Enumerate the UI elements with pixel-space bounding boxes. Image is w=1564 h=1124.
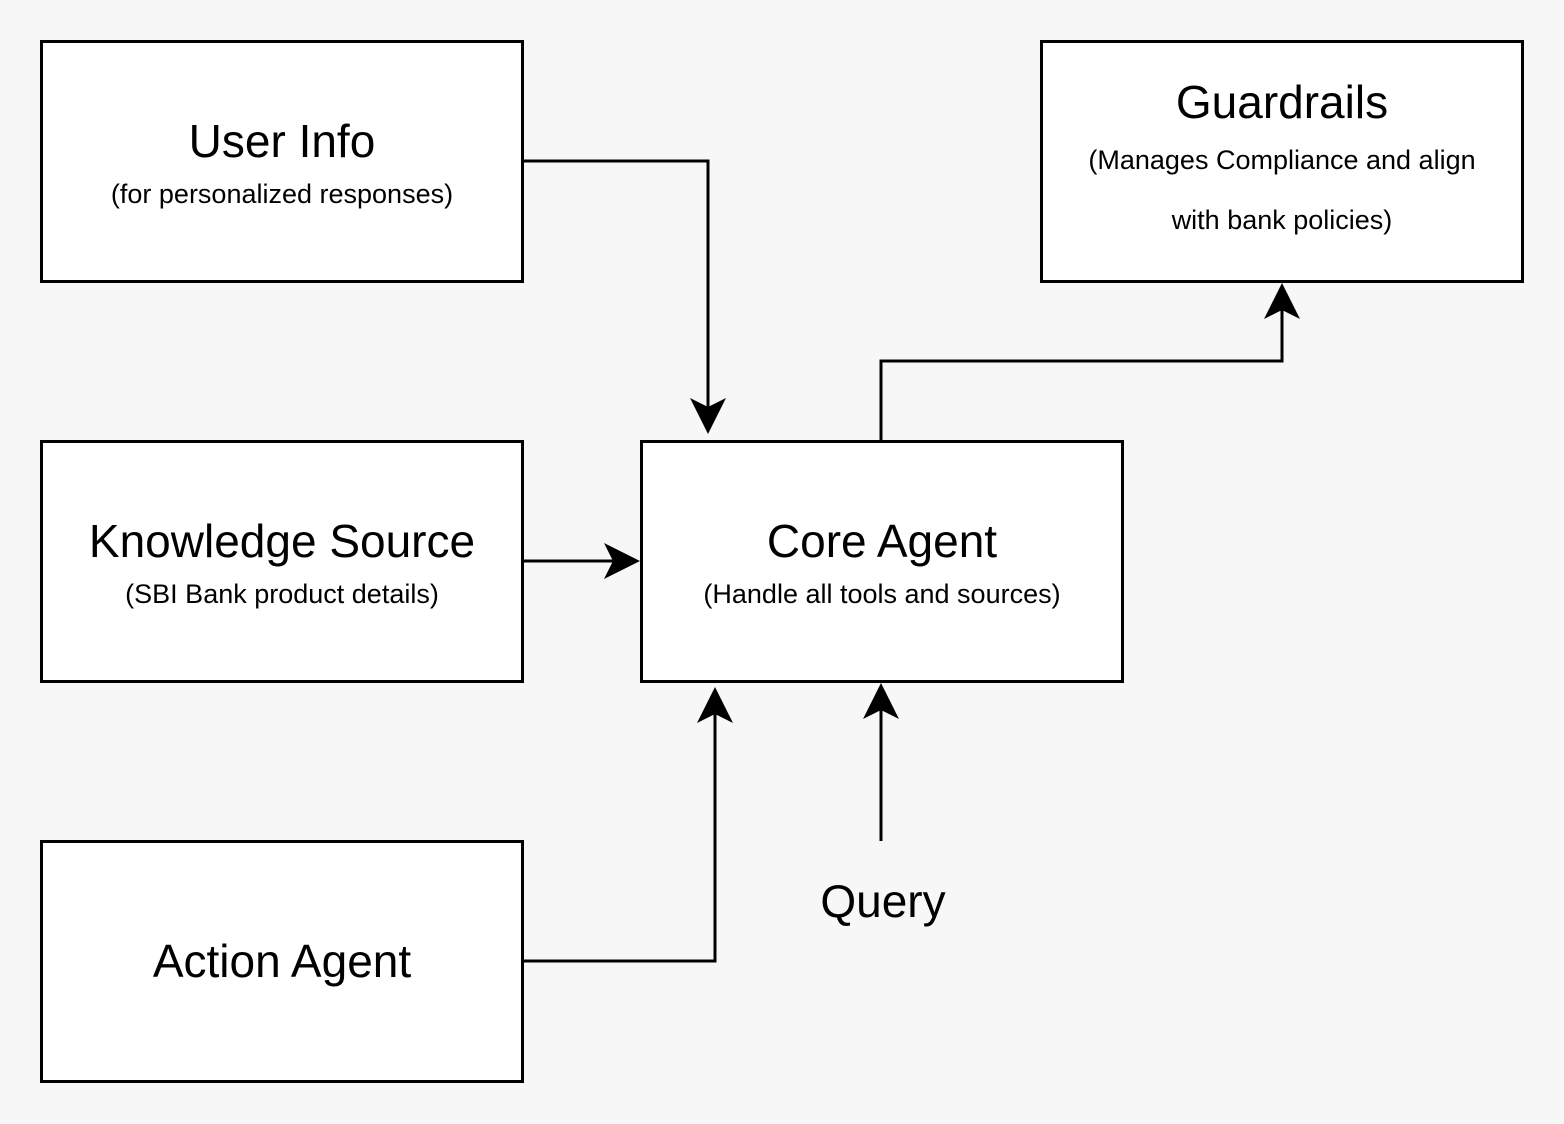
user-info-title: User Info [188, 114, 376, 167]
action-agent-title: Action Agent [152, 934, 412, 987]
query-label: Query [820, 875, 946, 927]
arrowhead-query-to-core-agent [863, 683, 899, 719]
core-agent-node: Core Agent (Handle all tools and sources… [640, 440, 1124, 683]
action-agent-node: Action Agent [40, 840, 524, 1083]
arrowhead-knowledge-source-to-core-agent [604, 543, 640, 579]
core-agent-subtitle: (Handle all tools and sources) [703, 579, 1061, 610]
knowledge-source-title: Knowledge Source [88, 514, 476, 567]
knowledge-source-subtitle: (SBI Bank product details) [125, 579, 439, 610]
edge-core-agent-to-guardrails [879, 309, 1284, 440]
guardrails-subtitle-line2: with bank policies) [1171, 205, 1393, 236]
edge-action-agent-to-core-agent [524, 713, 717, 963]
user-info-subtitle: (for personalized responses) [110, 179, 454, 210]
arrowhead-core-agent-to-guardrails [1264, 283, 1300, 319]
user-info-node: User Info (for personalized responses) [40, 40, 524, 283]
edge-user-info-to-core-agent [524, 159, 710, 408]
arrowhead-user-info-to-core-agent [690, 398, 726, 434]
guardrails-subtitle-line1: (Manages Compliance and align [1088, 145, 1476, 176]
core-agent-title: Core Agent [766, 514, 998, 567]
guardrails-node: Guardrails (Manages Compliance and align… [1040, 40, 1524, 283]
guardrails-title: Guardrails [1175, 75, 1389, 128]
arrowhead-action-agent-to-core-agent [697, 687, 733, 723]
knowledge-source-node: Knowledge Source (SBI Bank product detai… [40, 440, 524, 683]
